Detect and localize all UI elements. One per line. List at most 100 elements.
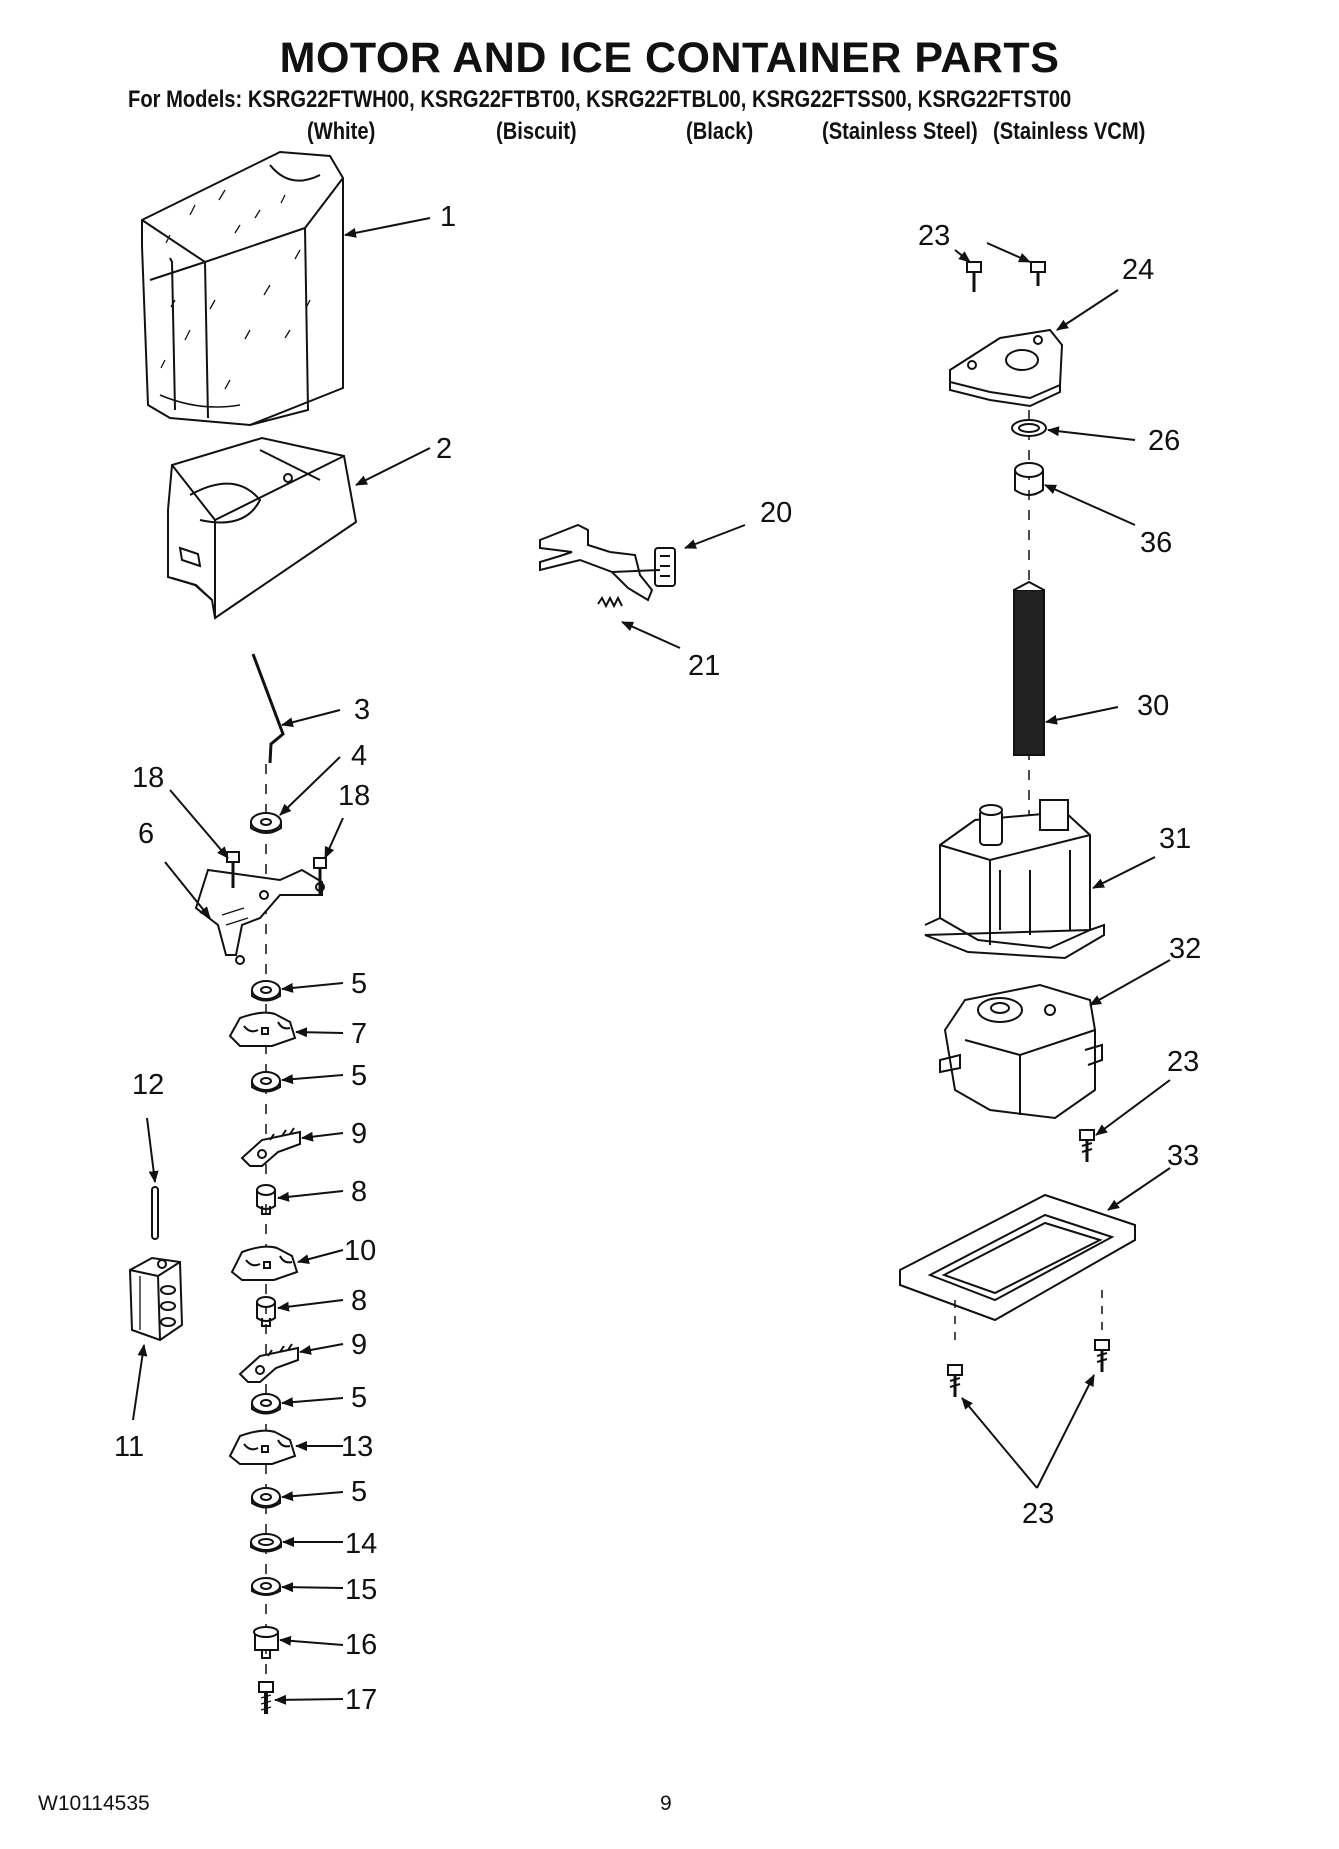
screw-23-right-part xyxy=(1079,1129,1095,1162)
leader-33 xyxy=(1107,1167,1171,1211)
leader-23-upper-left xyxy=(954,249,971,263)
callout-9a: 9 xyxy=(351,1118,367,1150)
leader-5c xyxy=(281,1397,344,1408)
leader-8a xyxy=(277,1190,344,1202)
callout-23-upper: 23 xyxy=(918,220,950,252)
stationary-blade-9-part xyxy=(238,1343,299,1383)
leader-17 xyxy=(274,1694,344,1705)
callout-13: 13 xyxy=(341,1431,373,1463)
callout-5b: 5 xyxy=(351,1060,367,1092)
leader-11 xyxy=(132,1344,148,1421)
auger-housing-part xyxy=(167,436,358,620)
blade-13-part xyxy=(228,1429,297,1465)
leader-23-upper-right xyxy=(986,242,1031,263)
callout-21: 21 xyxy=(688,650,720,682)
stationary-blade-9-part xyxy=(240,1127,301,1167)
models-line: For Models: KSRG22FTWH00, KSRG22FTBT00, … xyxy=(128,86,1072,113)
leader-5d xyxy=(281,1491,344,1502)
washer-5-part xyxy=(251,1393,281,1415)
callout-11: 11 xyxy=(114,1431,144,1463)
callout-23-right: 23 xyxy=(1167,1046,1199,1078)
leader-23-lower-right xyxy=(1036,1374,1095,1489)
leader-18-left xyxy=(169,789,229,859)
drive-shaft-30-part xyxy=(1013,580,1045,756)
finish-black: (Black) xyxy=(686,118,754,145)
leader-26 xyxy=(1047,426,1136,441)
callout-16: 16 xyxy=(345,1629,377,1661)
callout-14: 14 xyxy=(345,1528,377,1560)
screw-23-upper-right-part xyxy=(1030,261,1046,286)
document-number: W10114535 xyxy=(38,1792,150,1815)
screw-18-right-part xyxy=(313,857,327,895)
callout-30: 30 xyxy=(1137,690,1169,722)
leader-12 xyxy=(146,1117,159,1183)
callout-31: 31 xyxy=(1159,823,1191,855)
screw-23-upper-left-part xyxy=(966,261,982,292)
leader-9a xyxy=(301,1131,344,1142)
callout-8a: 8 xyxy=(351,1176,367,1208)
washer-14-part xyxy=(250,1533,282,1553)
callout-12: 12 xyxy=(132,1069,164,1101)
leader-18-right xyxy=(324,817,344,859)
callout-10: 10 xyxy=(344,1235,376,1267)
leader-5b xyxy=(281,1074,344,1085)
callout-20: 20 xyxy=(760,497,792,529)
screw-17-part xyxy=(258,1681,274,1714)
callout-5c: 5 xyxy=(351,1382,367,1414)
leader-31 xyxy=(1092,856,1156,889)
callout-36: 36 xyxy=(1140,527,1172,559)
switch-bracket-20-part xyxy=(539,523,676,602)
callout-3: 3 xyxy=(354,694,370,726)
leader-8b xyxy=(277,1299,344,1312)
leader-15 xyxy=(281,1582,344,1593)
leader-2 xyxy=(355,447,431,486)
nut-16-part xyxy=(253,1626,279,1659)
leader-7 xyxy=(295,1027,344,1038)
callout-1: 1 xyxy=(440,201,456,233)
pin-12-part xyxy=(151,1186,159,1240)
leader-10 xyxy=(297,1249,344,1264)
coupler-block-11-part xyxy=(128,1256,184,1342)
page-title: MOTOR AND ICE CONTAINER PARTS xyxy=(279,34,1060,82)
callout-18-right: 18 xyxy=(338,780,370,812)
spacer-8-part xyxy=(256,1296,276,1327)
finish-white: (White) xyxy=(307,118,376,145)
callout-18-left: 18 xyxy=(132,762,164,794)
washer-5-part xyxy=(251,1071,281,1093)
leader-21 xyxy=(621,621,681,649)
callout-23-lower: 23 xyxy=(1022,1498,1054,1530)
leader-9b xyxy=(299,1343,344,1355)
leader-30 xyxy=(1045,706,1119,725)
leader-24 xyxy=(1056,289,1119,331)
callout-26: 26 xyxy=(1148,425,1180,457)
callout-5d: 5 xyxy=(351,1476,367,1508)
blade-bracket-part xyxy=(194,868,325,965)
screw-23-lower-right-part xyxy=(1094,1339,1110,1372)
finish-stainless-vcm: (Stainless VCM) xyxy=(993,118,1146,145)
leader-32 xyxy=(1089,959,1171,1006)
page-number: 9 xyxy=(660,1792,672,1815)
leader-6 xyxy=(164,861,211,919)
leader-36 xyxy=(1044,484,1136,526)
auger-motor-31-part xyxy=(924,799,1105,960)
callout-33: 33 xyxy=(1167,1140,1199,1172)
leader-1 xyxy=(344,217,431,238)
callout-24: 24 xyxy=(1122,254,1154,286)
washer-4-part xyxy=(250,812,282,834)
leader-20 xyxy=(684,524,746,549)
bushing-36-part xyxy=(1014,462,1044,496)
ring-26-part xyxy=(1011,419,1047,437)
ice-bucket-part xyxy=(141,150,344,427)
callout-17: 17 xyxy=(345,1684,377,1716)
callout-7: 7 xyxy=(351,1018,367,1050)
callout-6: 6 xyxy=(138,818,154,850)
leader-4 xyxy=(279,756,341,816)
washer-5-part xyxy=(251,1487,281,1509)
finish-stainless-steel: (Stainless Steel) xyxy=(822,118,978,145)
washer-5-part xyxy=(251,980,281,1002)
leader-23-right xyxy=(1095,1079,1171,1136)
callout-32: 32 xyxy=(1169,933,1201,965)
spring-21-part xyxy=(597,595,623,609)
blade-10-part xyxy=(230,1245,299,1281)
